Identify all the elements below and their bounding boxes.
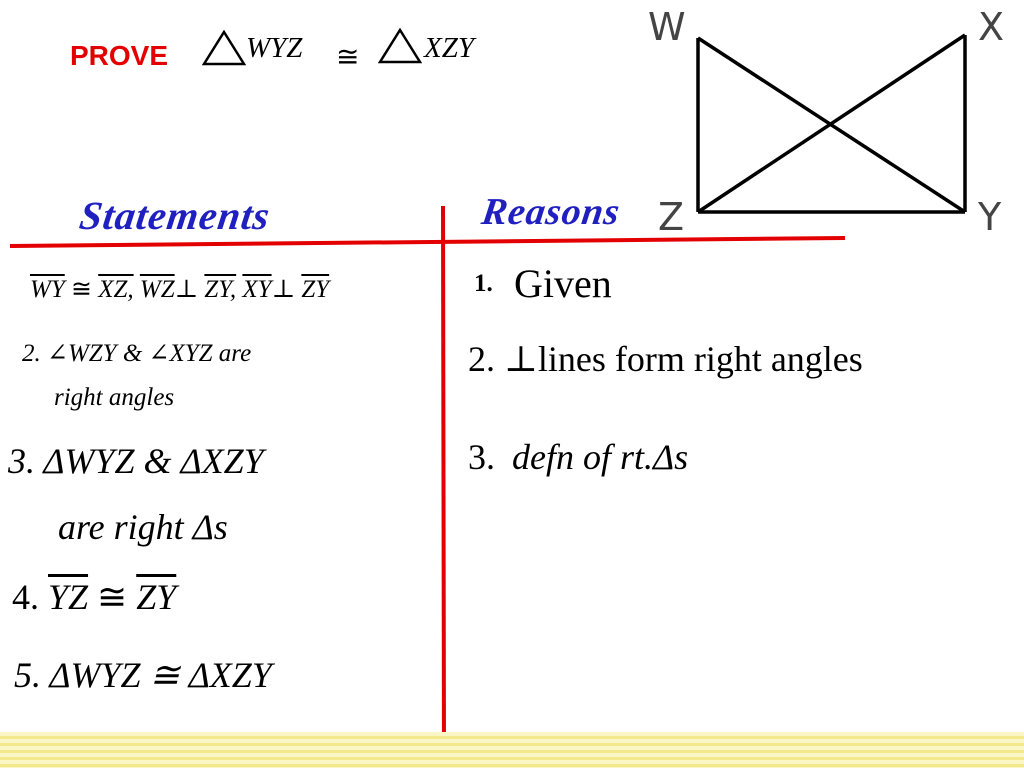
segment-zy: ZY	[136, 577, 177, 617]
statements-header: Statements	[76, 193, 274, 238]
prove-label: PROVE	[70, 40, 169, 71]
prove-left-triangle: WYZ	[246, 32, 303, 64]
vertical-rule	[441, 205, 446, 763]
statement-4: 4. YZ ≅ ZY	[12, 576, 176, 618]
label-z: Z	[658, 195, 684, 239]
label-x: X	[978, 5, 1004, 49]
triangle-icon	[378, 28, 422, 64]
statement-2-line-1: 2. ∠WZY & ∠XYZ are	[22, 340, 252, 367]
segment-xz: XZ,	[98, 276, 134, 303]
reasons-header: Reasons	[479, 191, 623, 233]
perpendicular-symbol: ⊥	[271, 276, 296, 303]
segment-yz: YZ	[48, 577, 89, 617]
horizontal-rule	[9, 236, 846, 248]
segment-xz	[697, 33, 966, 214]
congruent-symbol: ≅	[70, 276, 92, 303]
statement-3-line-2: are right Δs	[58, 507, 228, 547]
reason-2: 2. ⊥lines form right angles	[468, 339, 863, 379]
segment-wz: WZ	[139, 276, 175, 303]
prove-congruent-symbol: ≅	[336, 42, 360, 73]
perpendicular-symbol: ⊥	[174, 276, 199, 303]
label-w: W	[648, 5, 686, 49]
segment-zy: ZY	[301, 276, 330, 303]
triangle-icon	[202, 30, 246, 66]
label-y: Y	[977, 195, 1002, 239]
reason-1-number: 1.	[474, 270, 493, 297]
statement-3-line-1: 3. ΔWYZ & ΔXZY	[8, 441, 264, 481]
statement-4-number: 4.	[12, 577, 39, 617]
segment-xy: XY	[242, 276, 272, 303]
statement-5: 5. ΔWYZ ≅ ΔXZY	[14, 655, 272, 695]
statement-2-line-2: right angles	[54, 384, 175, 411]
rectangle-diagram: W X Z Y	[648, 5, 1004, 239]
reason-3-number: 3.	[468, 437, 495, 477]
congruent-symbol: ≅	[97, 577, 128, 617]
reason-1-text: Given	[514, 261, 612, 306]
segment-zy: ZY,	[204, 276, 237, 303]
statement-1: WY ≅ XZ, WZ⊥ ZY, XY⊥ ZY	[30, 274, 329, 304]
prove-right-triangle: XZY	[424, 32, 474, 64]
footer-stripes	[0, 732, 1024, 768]
reason-3-text: defn of rt.Δs	[512, 437, 689, 477]
segment-wy: WY	[30, 276, 65, 303]
